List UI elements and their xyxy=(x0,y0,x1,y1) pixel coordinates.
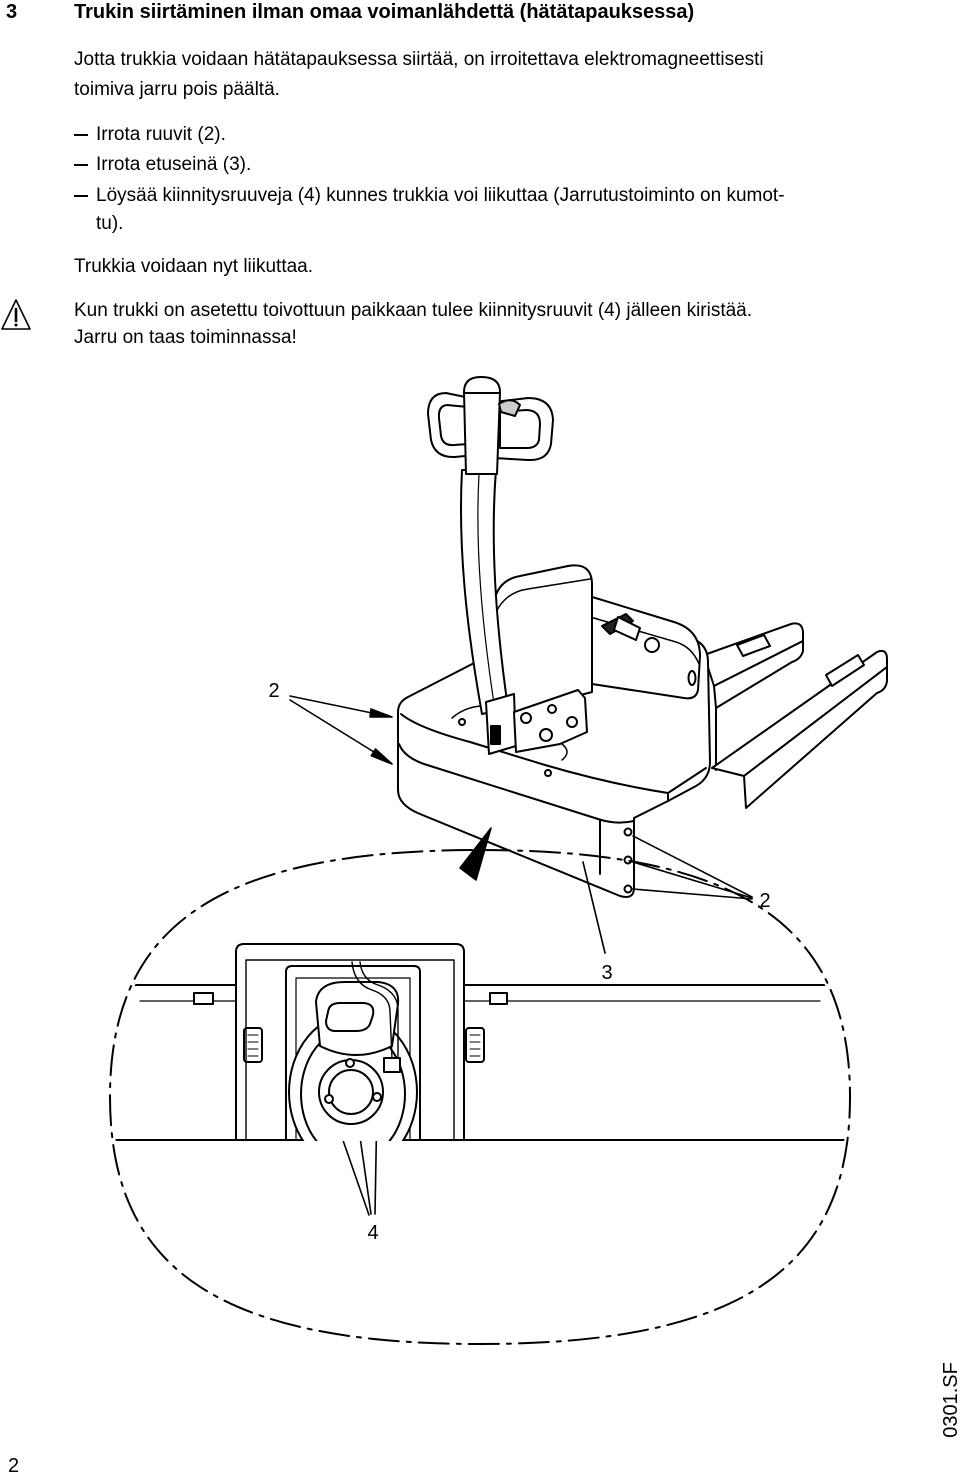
front-wall xyxy=(398,743,635,875)
label-front-wall: 3 xyxy=(601,962,612,984)
label-screws-right: 2 xyxy=(759,890,770,912)
step-3: Löysää kiinnitysruuveja (4) kunnes trukk… xyxy=(96,185,785,206)
brake-detail-view xyxy=(115,943,845,1141)
section-number: 3 xyxy=(6,1,18,23)
motor-cover xyxy=(493,564,593,717)
dash-bullet xyxy=(74,164,88,166)
front-fork xyxy=(711,649,888,809)
drive-wheel xyxy=(288,1013,418,1141)
motor-housing xyxy=(315,981,400,1056)
truck-body xyxy=(397,615,711,898)
warning-line: Kun trukki on asetettu toivottuun paikka… xyxy=(74,300,753,321)
intro-line: Jotta trukkia voidaan hätätapauksessa si… xyxy=(74,49,764,70)
brake-disc xyxy=(318,1059,384,1125)
step-3-continued: tu). xyxy=(96,213,124,234)
figure-code: 0301.SF xyxy=(940,1362,960,1438)
panel-indicator xyxy=(687,670,697,686)
dash-bullet xyxy=(74,134,88,136)
key-switch-icon xyxy=(601,613,634,635)
callout-leaders xyxy=(289,695,753,1216)
step-2: Irrota etuseinä (3). xyxy=(96,154,252,175)
tiller-base xyxy=(458,689,588,777)
brake-fixing-screws xyxy=(324,1058,382,1104)
tiller-arm xyxy=(459,469,509,715)
label-screws-left: 2 xyxy=(268,680,279,702)
detail-circle xyxy=(109,849,851,1345)
step-1: Irrota ruuvit (2). xyxy=(96,124,226,145)
page-number: 2 xyxy=(8,1455,20,1477)
result-text: Trukkia voidaan nyt liikuttaa. xyxy=(74,256,314,277)
rear-fork xyxy=(703,622,804,771)
panel-button xyxy=(644,637,660,653)
thumb-button xyxy=(498,399,521,417)
control-panel xyxy=(577,594,701,700)
section-title: Trukin siirtäminen ilman omaa voimanlähd… xyxy=(74,1,695,23)
warning-triangle-icon xyxy=(1,298,33,332)
label-fixing-screws: 4 xyxy=(367,1222,378,1244)
view-direction-arrow xyxy=(459,827,492,881)
dash-bullet xyxy=(74,195,88,197)
tiller-handle xyxy=(427,376,554,475)
intro-line: toimiva jarru pois päältä. xyxy=(74,79,280,100)
warning-line: Jarru on taas toiminnassa! xyxy=(74,327,297,348)
front-wall-screws xyxy=(623,827,633,894)
